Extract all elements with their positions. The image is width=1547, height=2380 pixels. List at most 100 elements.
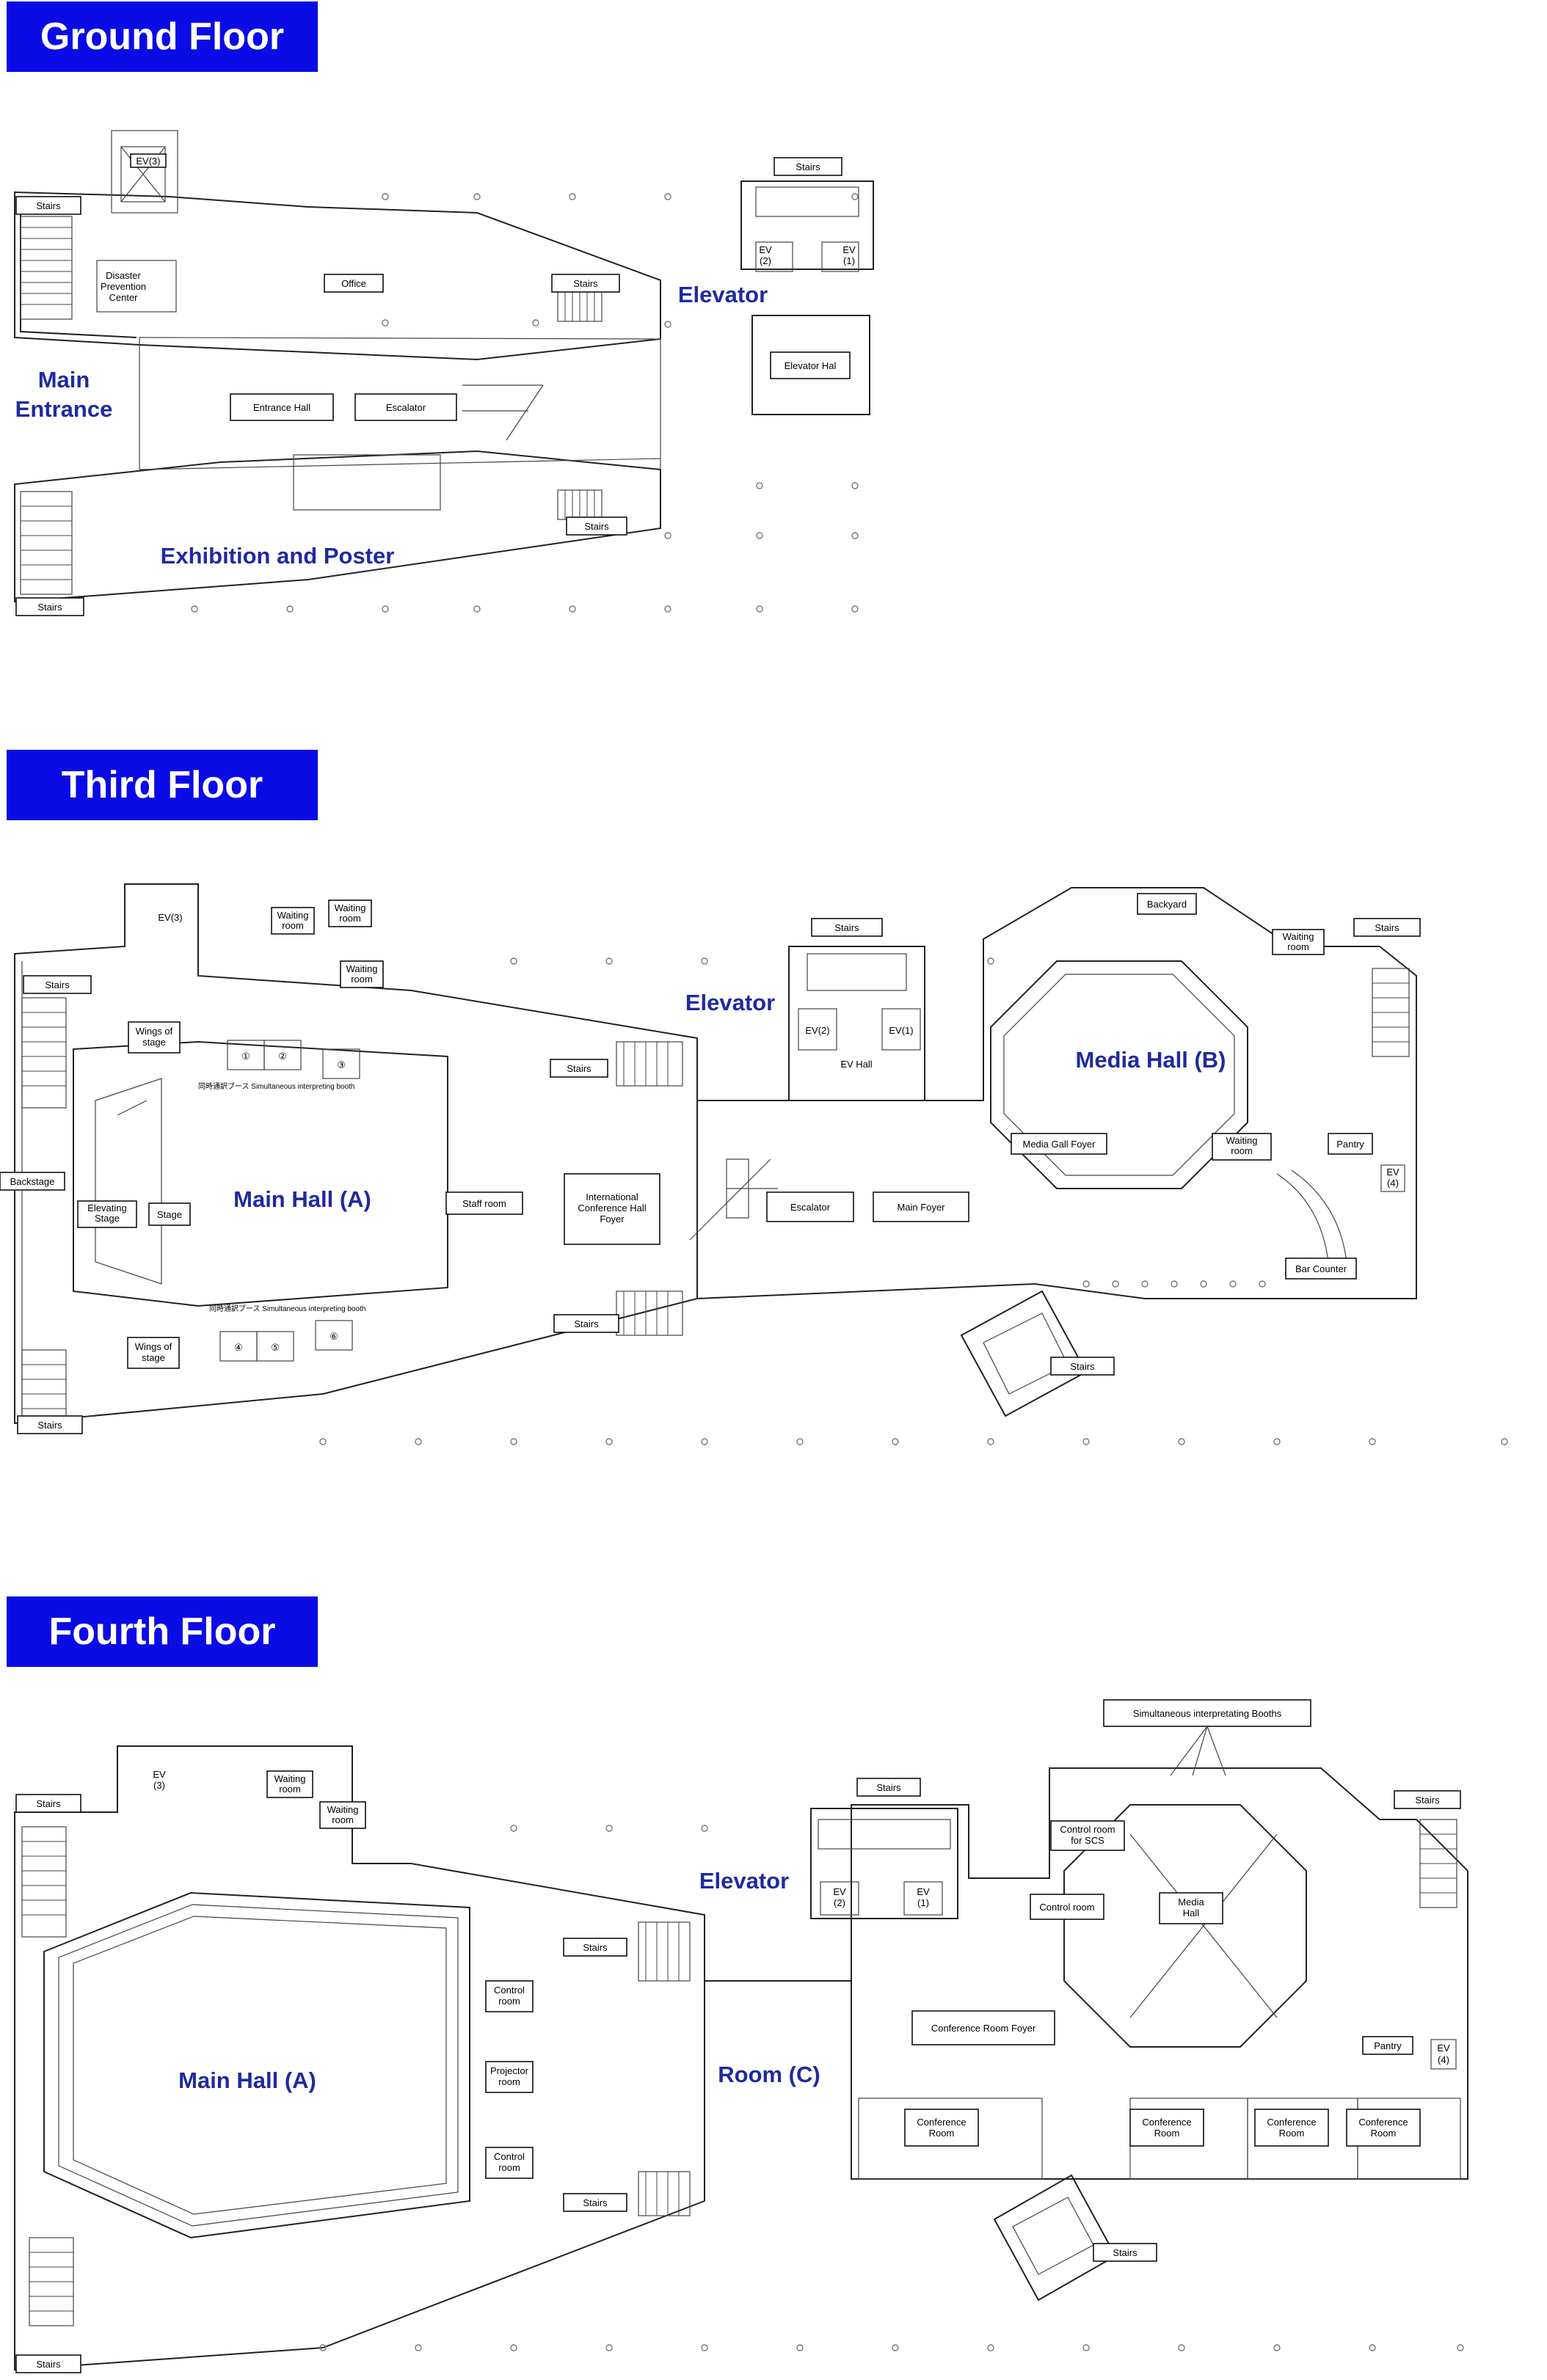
elevating-stage-label: Elevating — [87, 1202, 126, 1213]
stairs-label: Stairs — [796, 161, 820, 172]
control-room-label-2: room — [498, 2162, 520, 2173]
third-floor-banner: Third Floor — [7, 750, 318, 820]
simultaneous-interpretating-booths-label: Simultaneous interpretating Booths — [1133, 1708, 1282, 1719]
control-room-scs-label-2: for SCS — [1071, 1835, 1104, 1846]
stairs-label: Stairs — [567, 1063, 592, 1074]
stairs-label: Stairs — [1415, 1795, 1440, 1806]
booth-3: ③ — [337, 1059, 346, 1070]
stairs-label: Stairs — [1113, 2247, 1138, 2258]
international-conference-hall-foyer-label-2: Conference Hall — [578, 1202, 646, 1213]
bar-counter-label: Bar Counter — [1295, 1263, 1347, 1274]
control-room-label: Control room — [1039, 1902, 1094, 1913]
waiting-room-label: Waiting — [346, 963, 378, 974]
ground-floor-banner: Ground Floor — [7, 1, 318, 72]
stairs-label: Stairs — [1070, 1361, 1095, 1372]
conference-room-label: Conference — [917, 2117, 966, 2128]
ev4-number: (4) — [1438, 2054, 1449, 2065]
waiting-room-label: Waiting — [1283, 931, 1314, 942]
conference-room-label: Conference — [1142, 2117, 1191, 2128]
stairs-label: Stairs — [45, 979, 70, 990]
escalator-label: Escalator — [790, 1202, 831, 1213]
stairs-label: Stairs — [584, 521, 609, 532]
waiting-room-label-2: room — [1287, 941, 1309, 952]
stairs-label: Stairs — [37, 602, 62, 613]
stairs-label: Stairs — [36, 1798, 61, 1809]
disaster-prevention-label-2: Prevention — [101, 281, 146, 292]
main-hall-a-label: Main Hall (A) — [178, 2067, 316, 2093]
booth-1: ① — [241, 1051, 250, 1062]
projector-room-label-2: room — [498, 2076, 520, 2087]
wings-of-stage-label-2: stage — [142, 1352, 165, 1363]
booth-6: ⑥ — [330, 1331, 338, 1342]
ev3-number: (3) — [153, 1780, 165, 1791]
stairs-label: Stairs — [1375, 922, 1399, 933]
elevator-hall-label: Elevator Hal — [785, 360, 837, 371]
conference-room-foyer-label: Conference Room Foyer — [931, 2023, 1036, 2034]
third-floor-plan: EV(3) Waiting room Waiting room Waiting … — [0, 883, 1508, 1445]
ev3-label: EV(3) — [136, 156, 160, 167]
stairs-label: Stairs — [574, 1318, 599, 1329]
control-room-scs-label: Control room — [1060, 1824, 1115, 1835]
stairs-label: Stairs — [834, 922, 859, 933]
escalator-label: Escalator — [386, 402, 426, 413]
stairs-label: Stairs — [876, 1782, 901, 1793]
elevator-label: Elevator — [685, 990, 775, 1015]
control-room-label: Control — [494, 2151, 525, 2162]
waiting-room-label: Waiting — [277, 910, 309, 921]
ev2-label: EV — [759, 244, 772, 255]
stairs-label: Stairs — [37, 1420, 62, 1431]
exhibition-poster-label: Exhibition and Poster — [161, 543, 395, 569]
conference-room-label-2: Room — [1371, 2128, 1397, 2139]
entrance-hall-label: Entrance Hall — [253, 402, 310, 413]
main-hall-a-label: Main Hall (A) — [233, 1186, 371, 1212]
waiting-room-label: Waiting — [335, 902, 366, 913]
waiting-room-label-2: room — [279, 1784, 301, 1795]
waiting-room-label: Waiting — [327, 1804, 359, 1815]
ev3-label: EV(3) — [158, 912, 182, 923]
wings-of-stage-label: Wings of — [136, 1026, 173, 1037]
media-hall-label: Media — [1178, 1897, 1204, 1908]
ev1-label: EV — [842, 244, 856, 255]
conference-room-label: Conference — [1267, 2117, 1316, 2128]
waiting-room-label: Waiting — [1226, 1135, 1258, 1146]
stairs-label: Stairs — [573, 278, 598, 289]
ev-hall-label: EV Hall — [840, 1059, 872, 1070]
fourth-floor-banner: Fourth Floor — [7, 1596, 318, 1667]
conference-room-label: Conference — [1358, 2117, 1408, 2128]
booth-4: ④ — [234, 1342, 243, 1353]
stage-label: Stage — [157, 1209, 182, 1220]
ev1-label: EV — [917, 1886, 930, 1897]
elevating-stage-label-2: Stage — [95, 1213, 120, 1224]
fourth-floor-plan: EV (3) Waiting room Waiting room Stairs … — [14, 1699, 1468, 2373]
backstage-label: Backstage — [10, 1176, 55, 1187]
ground-floor-plan: EV(3) Stairs Disaster Prevention Center … — [14, 130, 874, 616]
control-room-label-2: room — [498, 1996, 520, 2007]
stairs-label: Stairs — [583, 2197, 608, 2208]
backyard-label: Backyard — [1147, 899, 1187, 910]
ev3-label: EV — [153, 1769, 166, 1780]
main-entrance-label-2: Entrance — [15, 396, 113, 422]
ev1-label: EV(1) — [889, 1025, 913, 1036]
control-room-label: Control — [494, 1985, 525, 1996]
pantry-label: Pantry — [1336, 1139, 1364, 1150]
stairs-label: Stairs — [36, 200, 61, 211]
office-label: Office — [341, 278, 366, 289]
projector-room-label: Projector — [490, 2065, 529, 2076]
ev2-label: EV(2) — [805, 1025, 829, 1036]
media-hall-foyer-label: Media Gall Foyer — [1023, 1139, 1096, 1150]
ev1-number: (1) — [917, 1897, 929, 1908]
elevator-label: Elevator — [678, 282, 768, 307]
room-c-label: Room (C) — [718, 2062, 820, 2087]
main-entrance-label: Main — [38, 367, 90, 393]
waiting-room-label-2: room — [1231, 1145, 1253, 1156]
conference-room-label-2: Room — [1279, 2128, 1305, 2139]
ev4-number: (4) — [1387, 1178, 1399, 1189]
booth-5: ⑤ — [271, 1342, 280, 1353]
ev4-label: EV — [1386, 1167, 1399, 1178]
ev1-number: (1) — [843, 255, 855, 266]
waiting-room-label-2: room — [332, 1814, 354, 1825]
waiting-room-label-2: room — [339, 913, 361, 924]
booth-2: ② — [278, 1051, 287, 1062]
disaster-prevention-label: Disaster — [106, 270, 141, 281]
